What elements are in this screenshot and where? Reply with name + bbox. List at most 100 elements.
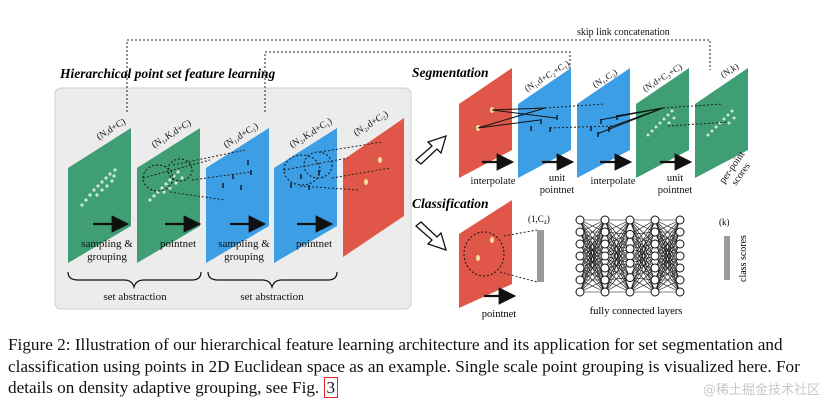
fc-neuron (675, 239, 685, 249)
fc-neuron (675, 263, 685, 273)
fc-neuron (625, 287, 635, 297)
fc-connection (629, 231, 656, 293)
fc-neuron (650, 227, 660, 237)
fc-neuron (625, 273, 635, 283)
fc-connection (604, 219, 631, 233)
class-scores-label: class scores (738, 235, 749, 282)
fc-connection (654, 219, 681, 257)
fc-connection (604, 234, 631, 293)
architecture-figure: skip link concatenation Hierarchical poi… (54, 27, 753, 320)
fc-connection (604, 219, 631, 245)
fc-connection (604, 262, 631, 281)
fc-connection (604, 234, 631, 257)
fc-connection (654, 243, 681, 293)
fc-neuron (675, 287, 685, 297)
fc-connection (604, 243, 631, 264)
fc-connection (629, 219, 656, 281)
fc-neuron (625, 258, 635, 268)
caption-text: Figure 2: Illustration of our hierarchic… (8, 335, 800, 397)
fc-connection (604, 263, 631, 293)
fc-connection (629, 219, 656, 264)
fc-neuron (625, 229, 635, 239)
seg-op-pointnet-2: pointnet (658, 185, 692, 196)
fc-connection (654, 267, 681, 293)
fc-neuron (575, 227, 585, 237)
cls-plane (459, 200, 512, 308)
fc-connection (654, 231, 681, 293)
fc-connection (654, 219, 681, 281)
fc-connection (604, 243, 631, 293)
fc-connection (604, 231, 631, 250)
fc-connection (604, 248, 631, 293)
fc-neuron (675, 215, 685, 225)
fc-connection (604, 234, 631, 281)
fc-connection (579, 219, 606, 245)
fc-connection (579, 255, 606, 293)
op-sampling-2: sampling & (218, 238, 270, 250)
fc-neuron (575, 251, 585, 261)
fc-neuron (575, 239, 585, 249)
fc-connection (654, 219, 681, 245)
fc-connection (604, 231, 631, 264)
fc-connection (579, 243, 606, 293)
fc-connection (604, 248, 631, 281)
fc-connection (604, 219, 631, 257)
fc-connection (579, 219, 606, 257)
seg-op-unit-1: unit (549, 173, 565, 184)
seg-plane-2 (518, 68, 571, 178)
figure-caption: Figure 2: Illustration of our hierarchic… (8, 334, 816, 399)
fc-neuron (575, 275, 585, 285)
fc-connection (629, 231, 656, 264)
fc-connection (629, 248, 656, 281)
fc-connection (604, 231, 631, 293)
fc-connection (579, 231, 606, 293)
fc-neuron (600, 287, 610, 297)
fc-network (575, 215, 685, 297)
seg-op-interpolate-1: interpolate (471, 176, 516, 187)
op-sampling-1: sampling & (81, 238, 133, 250)
fc-connection (629, 262, 656, 281)
seg-op-pointnet-1: pointnet (540, 185, 574, 196)
hier-plane-5 (343, 118, 404, 257)
fc-neuron (650, 275, 660, 285)
fc-neuron (650, 287, 660, 297)
fc-neuron (575, 287, 585, 297)
fc-connection (629, 243, 656, 293)
cls-vector-dim: (1,C₄) (528, 214, 550, 224)
hier-title: Hierarchical point set feature learning (59, 66, 276, 81)
fc-neuron (600, 263, 610, 273)
fc-connection (579, 279, 606, 293)
seg-plane-5 (695, 68, 748, 178)
fc-connection (629, 279, 656, 293)
fc-neuron (600, 251, 610, 261)
fc-connection (654, 219, 681, 233)
fc-neuron (650, 251, 660, 261)
op-grouping-1: grouping (87, 251, 127, 263)
fc-neuron (600, 227, 610, 237)
interpolation-lines (477, 107, 664, 135)
seg-plane-4 (636, 68, 689, 178)
fc-connection (629, 248, 656, 269)
watermark: @稀土掘金技术社区 (702, 383, 820, 398)
hollow-arrow-classification (414, 221, 447, 252)
skip-link-lines (126, 39, 711, 112)
fc-neuron (650, 239, 660, 249)
fc-connection (629, 255, 656, 278)
op-pointnet-1: pointnet (160, 238, 196, 250)
set-abstraction-label-2: set abstraction (240, 291, 304, 303)
fc-neuron (600, 275, 610, 285)
fc-connection (629, 243, 656, 264)
fc-connection (629, 267, 656, 293)
class-scores-vector (724, 236, 730, 280)
set-abstraction-braces (67, 271, 338, 290)
cls-pointnet-label: pointnet (482, 309, 516, 320)
fc-connection (629, 219, 656, 269)
fc-neuron (600, 239, 610, 249)
fc-connection (654, 279, 681, 293)
fc-connection (604, 219, 631, 269)
fc-label: fully connected layers (590, 306, 683, 317)
segmentation-title: Segmentation (412, 65, 489, 80)
fc-connection (604, 219, 631, 281)
fc-neuron (625, 215, 635, 225)
figure-ref-link[interactable]: 3 (323, 377, 339, 398)
